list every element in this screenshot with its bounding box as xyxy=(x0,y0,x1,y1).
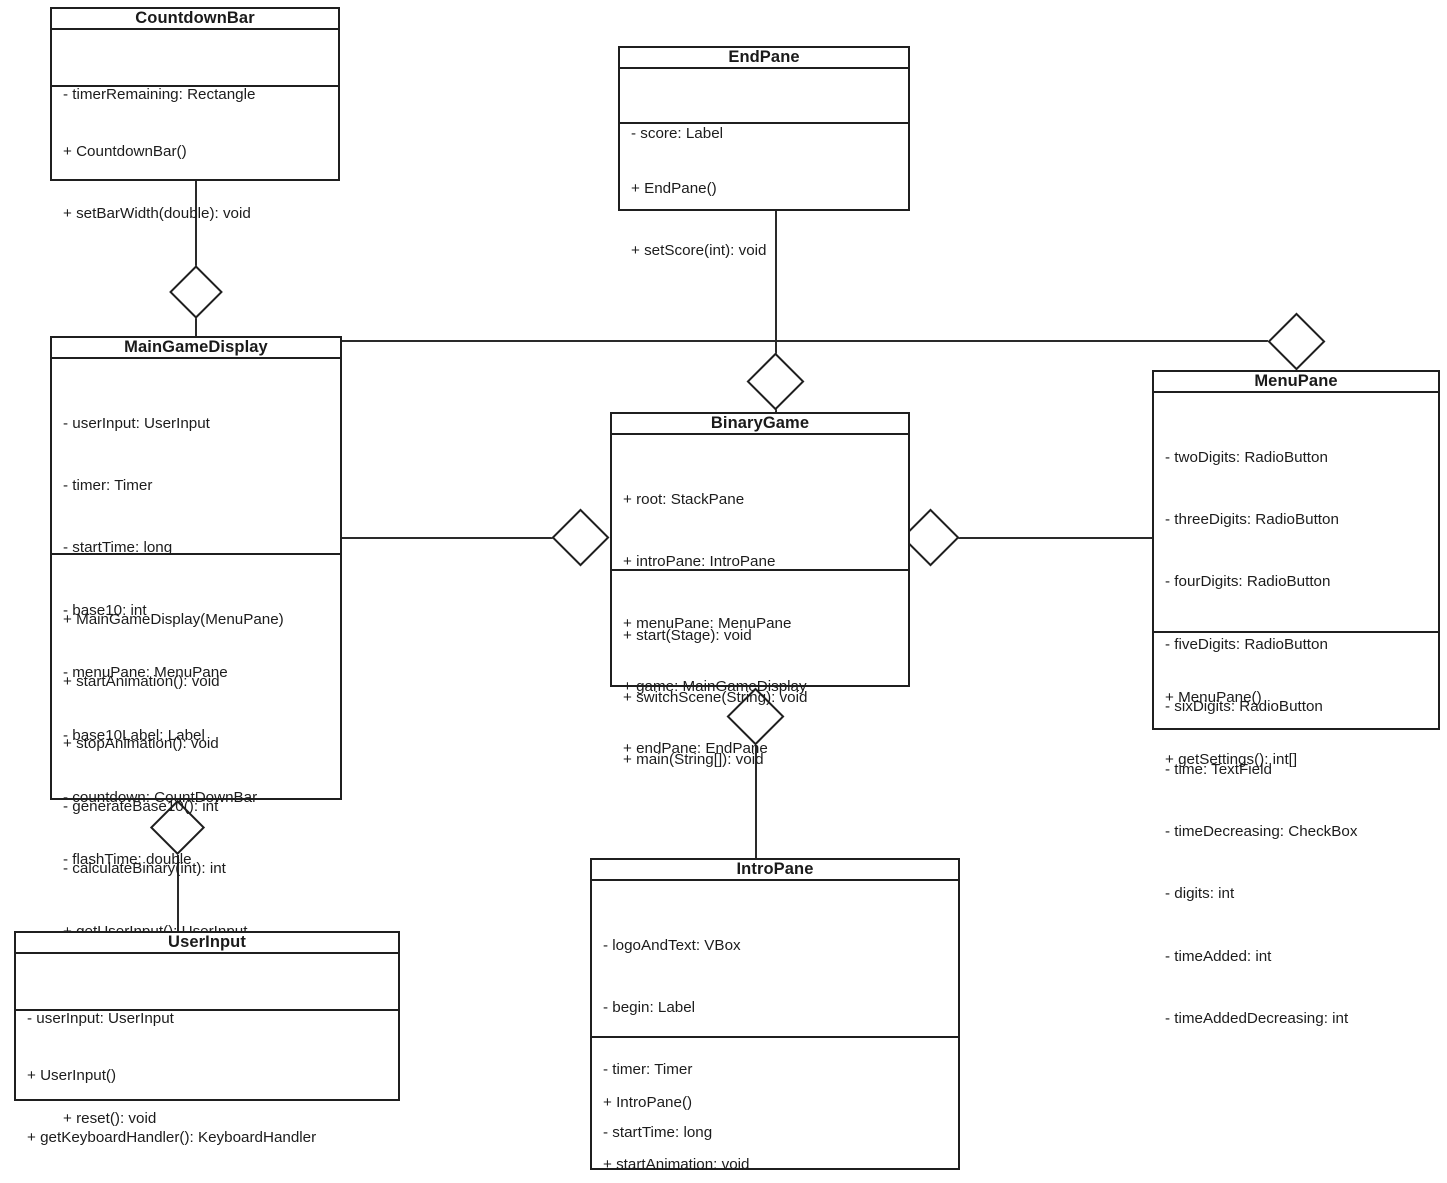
class-attributes-menupane: - twoDigits: RadioButton - threeDigits: … xyxy=(1154,393,1438,1027)
attribute-row: - timeDecreasing: CheckBox xyxy=(1165,822,1358,840)
class-title-menupane: MenuPane xyxy=(1154,372,1438,393)
method-row: - calculateBinary(int): int xyxy=(63,860,226,878)
method-row: + MainGameDisplay(MenuPane) xyxy=(63,610,284,628)
attribute-row: - timer: Timer xyxy=(603,1061,693,1079)
attribute-row: - threeDigits: RadioButton xyxy=(1165,510,1339,528)
attribute-row: - base10Label: Label xyxy=(63,726,205,744)
class-attributes-binarygame: + root: StackPane + introPane: IntroPane… xyxy=(612,435,908,757)
aggregation-diamond-menupane-maingamedisplay xyxy=(1267,312,1326,371)
class-title-countdownbar: CountdownBar xyxy=(52,9,338,30)
edge-maingamedisplay-menupane xyxy=(340,340,1268,342)
class-methods-userinput: + UserInput() + getKeyboardHandler(): Ke… xyxy=(16,1011,398,1183)
method-row: - generateBase10(): int xyxy=(63,797,219,815)
class-title-userinput: UserInput xyxy=(16,933,398,954)
class-box-menupane[interactable]: MenuPane - twoDigits: RadioButton - thre… xyxy=(1152,370,1440,1027)
attribute-row: - timeAddedDecreasing: int xyxy=(1165,1010,1349,1028)
edge-countdownbar-maingamedisplay xyxy=(195,180,197,267)
method-row: + getKeyboardHandler(): KeyboardHandler xyxy=(27,1128,317,1146)
attribute-row: + game: MainGameDisplay xyxy=(623,677,807,695)
method-row: + start(Stage): void xyxy=(623,626,752,644)
method-row: + UserInput() xyxy=(27,1066,117,1084)
attribute-row: - countdown: CountDownBar xyxy=(63,788,258,806)
attribute-row: - userInput: UserInput xyxy=(27,1009,174,1027)
attribute-row: - timerRemaining: Rectangle xyxy=(63,85,256,103)
attribute-row: - begin: Label xyxy=(603,998,696,1016)
method-row: + IntroPane() xyxy=(603,1093,693,1111)
method-row: + switchScene(String): void xyxy=(623,688,808,706)
class-box-intropane[interactable]: IntroPane - logoAndText: VBox - begin: L… xyxy=(590,858,960,1173)
class-title-maingamedisplay: MainGameDisplay xyxy=(52,338,340,359)
method-row: + CountdownBar() xyxy=(63,142,187,160)
aggregation-diamond-binarygame-endpane xyxy=(746,352,805,411)
method-row: + setScore(int): void xyxy=(631,241,767,259)
class-methods-intropane: + IntroPane() + startAnimation: void + s… xyxy=(592,1038,958,1183)
method-row: + MenuPane() xyxy=(1165,688,1262,706)
attribute-row: + introPane: IntroPane xyxy=(623,552,776,570)
class-attributes-endpane: - score: Label xyxy=(620,69,908,142)
class-methods-endpane: + EndPane() + setScore(int): void xyxy=(620,124,908,315)
attribute-row: - fourDigits: RadioButton xyxy=(1165,573,1331,591)
class-methods-menupane: + MenuPane() + getSettings(): int[] xyxy=(1154,633,1438,824)
attribute-row: - sixDigits: RadioButton xyxy=(1165,698,1323,716)
class-attributes-userinput: - userInput: UserInput xyxy=(16,954,398,1027)
method-row: + startAnimation: void xyxy=(603,1155,750,1173)
attribute-row: - userInput: UserInput xyxy=(63,414,210,432)
method-row: + reset(): void xyxy=(63,1109,157,1127)
class-methods-maingamedisplay: + MainGameDisplay(MenuPane) + startAnima… xyxy=(52,555,340,1183)
attribute-row: + menuPane: MenuPane xyxy=(623,615,792,633)
class-title-intropane: IntroPane xyxy=(592,860,958,881)
attribute-row: - time: TextField xyxy=(1165,760,1272,778)
class-box-countdownbar[interactable]: CountdownBar - timerRemaining: Rectangle… xyxy=(50,7,340,222)
attribute-row: - timer: Timer xyxy=(63,476,153,494)
attribute-row: - twoDigits: RadioButton xyxy=(1165,448,1328,466)
class-box-maingamedisplay[interactable]: MainGameDisplay - userInput: UserInput -… xyxy=(50,336,342,1127)
attribute-row: - base10: int xyxy=(63,601,147,619)
aggregation-diamond-binarygame-maingamedisplay xyxy=(551,508,610,567)
class-methods-countdownbar: + CountdownBar() + setBarWidth(double): … xyxy=(52,87,338,278)
method-row: + getSettings(): int[] xyxy=(1165,750,1298,768)
class-title-endpane: EndPane xyxy=(620,48,908,69)
attribute-row: + endPane: EndPane xyxy=(623,740,768,758)
method-row: + setBarWidth(double): void xyxy=(63,204,251,222)
attribute-row: - timeAdded: int xyxy=(1165,947,1272,965)
attribute-row: + root: StackPane xyxy=(623,490,745,508)
class-box-binarygame[interactable]: BinaryGame + root: StackPane + introPane… xyxy=(610,412,910,768)
attribute-row: - score: Label xyxy=(631,124,724,142)
class-attributes-maingamedisplay: - userInput: UserInput - timer: Timer - … xyxy=(52,359,340,868)
attribute-row: - digits: int xyxy=(1165,885,1235,903)
attribute-row: - flashTime: double xyxy=(63,851,192,869)
method-row: + EndPane() xyxy=(631,179,717,197)
class-box-userinput[interactable]: UserInput - userInput: UserInput + UserI… xyxy=(14,931,400,1146)
method-row: + main(String[]): void xyxy=(623,751,764,769)
class-methods-binarygame: + start(Stage): void + switchScene(Strin… xyxy=(612,571,908,825)
class-attributes-countdownbar: - timerRemaining: Rectangle xyxy=(52,30,338,103)
attribute-row: - startTime: long xyxy=(603,1123,713,1141)
edge-binarygame-intropane xyxy=(755,745,757,858)
attribute-row: - startTime: long xyxy=(63,539,173,557)
attribute-row: - logoAndText: VBox xyxy=(603,936,741,954)
edge-maingamedisplay-userinput xyxy=(177,855,179,931)
method-row: + startAnimation(): void xyxy=(63,672,220,690)
class-attributes-intropane: - logoAndText: VBox - begin: Label - tim… xyxy=(592,881,958,1141)
class-box-endpane[interactable]: EndPane - score: Label + EndPane() + set… xyxy=(618,46,910,259)
edge-binarygame-menupane xyxy=(956,537,1153,539)
edge-endpane-binarygame xyxy=(775,211,777,354)
aggregation-diamond-binarygame-menupane xyxy=(901,508,960,567)
attribute-row: - menuPane: MenuPane xyxy=(63,664,228,682)
method-row: + stopAnimation(): void xyxy=(63,735,219,753)
edge-maingamedisplay-binarygame xyxy=(340,537,554,539)
class-title-binarygame: BinaryGame xyxy=(612,414,908,435)
attribute-row: - fiveDigits: RadioButton xyxy=(1165,635,1328,653)
edge-countdownbar-maingamedisplay-lower xyxy=(195,318,197,337)
